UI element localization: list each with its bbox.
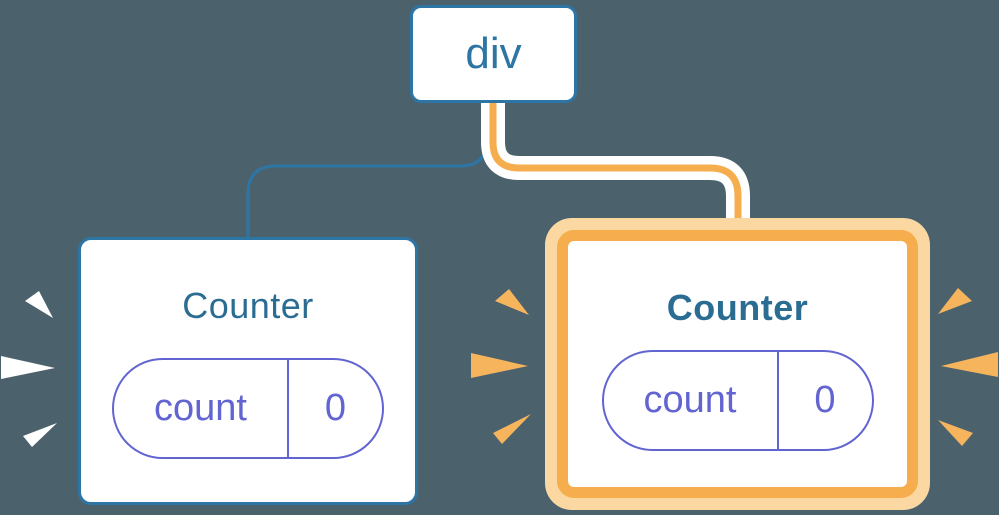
- state-key-right: count: [604, 352, 779, 449]
- edge-to-left-counter: [246, 100, 488, 242]
- white-spark-icon: [1, 356, 55, 379]
- counter-card-right: Counter count 0: [557, 230, 918, 498]
- white-spark-icon: [25, 291, 53, 318]
- orange-spark-icon: [938, 288, 972, 314]
- counter-card-right-title: Counter: [666, 287, 809, 328]
- orange-spark-icon: [493, 414, 531, 444]
- edge-to-right-counter: [489, 96, 742, 236]
- state-key-left: count: [114, 360, 289, 457]
- counter-card-right-glow: Counter count 0: [545, 218, 930, 510]
- root-node-div: div: [410, 5, 577, 103]
- orange-spark-icon: [941, 352, 998, 377]
- state-pill-left: count 0: [112, 358, 384, 459]
- edge-to-right-counter-casing: [481, 96, 750, 230]
- counter-card-left-title: Counter: [182, 285, 314, 326]
- orange-spark-icon: [938, 420, 973, 446]
- orange-spark-icon: [495, 289, 529, 315]
- white-spark-icon: [23, 423, 57, 447]
- orange-spark-icon: [471, 353, 528, 378]
- state-pill-right: count 0: [601, 350, 874, 451]
- root-node-label: div: [465, 29, 522, 78]
- state-value-left: 0: [324, 387, 347, 429]
- counter-card-left: Counter count 0: [78, 237, 418, 505]
- state-value-right: 0: [814, 379, 836, 421]
